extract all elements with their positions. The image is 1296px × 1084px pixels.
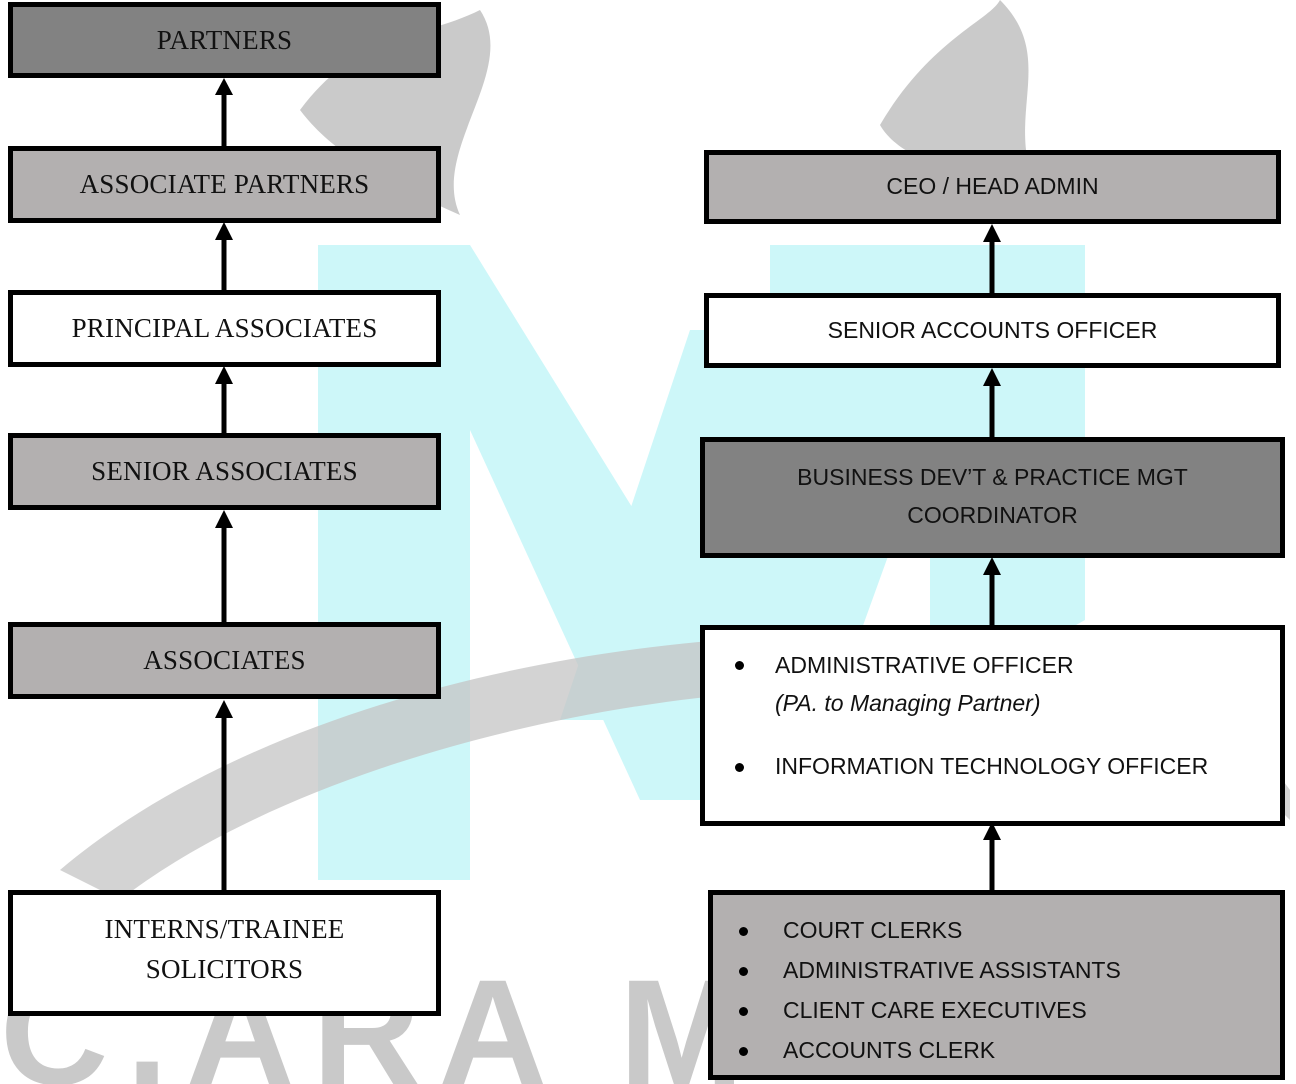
node-interns-label-line2: SOLICITORS bbox=[145, 954, 304, 984]
node-associates-label: ASSOCIATES bbox=[143, 645, 306, 675]
staff-item: ADMINISTRATIVE ASSISTANTS bbox=[783, 957, 1121, 983]
bullet-icon bbox=[735, 763, 744, 772]
it-officer-label: INFORMATION TECHNOLOGY OFFICER bbox=[775, 753, 1209, 779]
node-admin-it-officers: ADMINISTRATIVE OFFICER (PA. to Managing … bbox=[700, 625, 1285, 826]
node-partners: PARTNERS bbox=[8, 2, 441, 78]
node-senior-accounts-label: SENIOR ACCOUNTS OFFICER bbox=[827, 317, 1158, 343]
staff-item: ACCOUNTS CLERK bbox=[783, 1037, 996, 1063]
node-interns-label-line1: INTERNS/TRAINEE bbox=[104, 914, 345, 944]
node-principal-associates: PRINCIPAL ASSOCIATES bbox=[8, 290, 441, 367]
bullet-icon bbox=[739, 1047, 748, 1056]
node-associate-partners: ASSOCIATE PARTNERS bbox=[8, 146, 441, 223]
watermark-orbit bbox=[60, 634, 1290, 900]
node-associates: ASSOCIATES bbox=[8, 622, 441, 699]
staff-item: COURT CLERKS bbox=[783, 917, 963, 943]
node-partners-label: PARTNERS bbox=[156, 25, 293, 55]
node-bizdev-label-line1: BUSINESS DEV’T & PRACTICE MGT bbox=[797, 464, 1188, 490]
watermark-flame-left bbox=[300, 10, 491, 215]
node-ceo-head-admin: CEO / HEAD ADMIN bbox=[704, 150, 1281, 224]
watermark-flame-right bbox=[880, 0, 1040, 195]
node-bizdev-coordinator: BUSINESS DEV’T & PRACTICE MGT COORDINATO… bbox=[700, 437, 1285, 558]
node-ceo-label: CEO / HEAD ADMIN bbox=[886, 173, 1099, 199]
node-bizdev-label-line2: COORDINATOR bbox=[907, 502, 1078, 528]
bullet-icon bbox=[739, 967, 748, 976]
node-senior-accounts-officer: SENIOR ACCOUNTS OFFICER bbox=[704, 293, 1281, 368]
admin-officer-label: ADMINISTRATIVE OFFICER bbox=[775, 652, 1074, 678]
node-associate-partners-label: ASSOCIATE PARTNERS bbox=[79, 169, 370, 199]
node-senior-associates-label: SENIOR ASSOCIATES bbox=[91, 456, 358, 486]
admin-officer-note: (PA. to Managing Partner) bbox=[775, 690, 1041, 716]
bullet-icon bbox=[739, 1007, 748, 1016]
node-senior-associates: SENIOR ASSOCIATES bbox=[8, 433, 441, 510]
bullet-icon bbox=[739, 927, 748, 936]
node-principal-associates-label: PRINCIPAL ASSOCIATES bbox=[71, 313, 378, 343]
node-interns: INTERNS/TRAINEE SOLICITORS bbox=[8, 890, 441, 1016]
bullet-icon bbox=[735, 661, 744, 670]
node-support-staff: COURT CLERKS ADMINISTRATIVE ASSISTANTS C… bbox=[708, 890, 1285, 1080]
staff-item: CLIENT CARE EXECUTIVES bbox=[783, 997, 1087, 1023]
